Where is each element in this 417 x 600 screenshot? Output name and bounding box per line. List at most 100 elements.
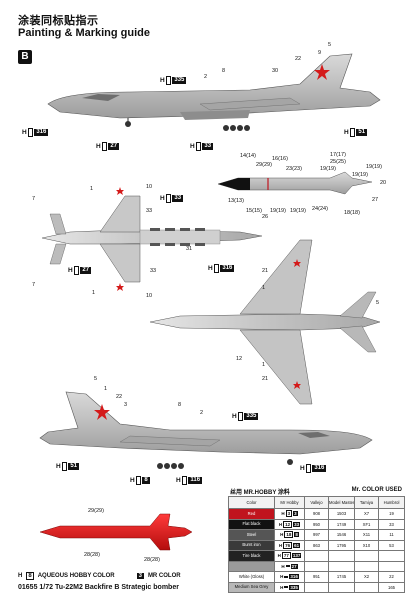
color-swatch: Burnt iron	[228, 539, 275, 551]
humbrol-code: 19	[378, 508, 405, 520]
plan-view-underside	[41, 187, 263, 291]
model-master-code	[328, 550, 355, 562]
page-title-cn: 涂装同标贴指示	[18, 15, 99, 27]
hobby-number: 3	[285, 510, 293, 518]
legend-h: H	[18, 573, 23, 579]
callout: 33	[146, 208, 153, 214]
callout: 8	[222, 68, 226, 74]
callout: 28(28)	[144, 557, 160, 563]
color-swatch: White (Gloss)	[228, 571, 275, 583]
callout: 21	[262, 376, 269, 382]
callout: 8	[178, 402, 182, 408]
callout: 19(19)	[290, 208, 306, 214]
callout: 26	[262, 214, 269, 220]
h-prefix: H	[278, 521, 283, 527]
tamiya-code: X2	[354, 571, 379, 583]
h-prefix: H	[278, 542, 283, 548]
humbrol-code: 11	[378, 529, 405, 541]
color-code: H 335	[232, 412, 259, 421]
callout: 15(15)	[246, 208, 262, 214]
callout: 29(29)	[256, 162, 272, 168]
color-code: H 8	[130, 476, 150, 485]
color-table-grid: Color Mr Hobby Vallejo Model Master Tami…	[228, 496, 405, 593]
plan-view-top	[149, 239, 381, 405]
table-header-row: Color Mr Hobby Vallejo Model Master Tami…	[228, 496, 405, 509]
callout: 1	[262, 362, 266, 368]
profile-side-view-bottom	[39, 391, 373, 469]
tamiya-code: X11	[354, 529, 379, 541]
color-swatch: Medium Sea Grey	[228, 581, 275, 593]
model-master-code: 1745	[328, 571, 355, 583]
vallejo-code: 863	[304, 539, 329, 551]
mr-color-number: 33	[293, 521, 301, 527]
column-header: Mr Hobby	[274, 496, 305, 509]
callout: 22	[116, 394, 123, 400]
vallejo-code	[304, 550, 329, 562]
column-header: Tamiya	[354, 496, 379, 509]
mr-color-number: 335	[289, 584, 299, 590]
missile-top	[217, 171, 373, 195]
callout: 28(28)	[84, 552, 100, 558]
humbrol-code: 22	[378, 571, 405, 583]
color-table: 丝用 MR.HOBBY 涂料 Mr. COLOR USED Color Mr H…	[228, 487, 405, 593]
callout: 1	[90, 186, 94, 192]
column-header: Humbrol	[378, 496, 405, 509]
vallejo-code	[304, 581, 329, 593]
vallejo-code: 950	[304, 518, 329, 530]
humbrol-code: 165	[378, 581, 405, 593]
callout: 2	[204, 74, 208, 80]
model-master-code: 1795	[328, 539, 355, 551]
model-master-code: 1749	[328, 518, 355, 530]
callout: 20	[380, 180, 387, 186]
legend: H 8 AQUEOUS HOBBY COLOR 3 MR COLOR	[18, 572, 181, 580]
legend-h-box: 8	[26, 572, 34, 580]
tamiya-code	[354, 560, 379, 572]
missile-red	[39, 513, 193, 551]
column-header: Color	[228, 496, 275, 509]
mr-color-number: 61	[293, 542, 301, 548]
color-code: H 316	[300, 464, 327, 473]
callout: 7	[32, 196, 36, 202]
callout: 10	[146, 184, 153, 190]
vallejo-code: 997	[304, 529, 329, 541]
model-master-code	[328, 581, 355, 593]
hobby-number	[285, 565, 290, 568]
tamiya-code: X7	[354, 508, 379, 520]
h-prefix: H	[277, 553, 281, 559]
callout: 5	[376, 300, 380, 306]
callout: 16(16)	[272, 156, 288, 162]
humbrol-code	[378, 550, 405, 562]
callout: 1	[262, 285, 266, 291]
callout: 5	[94, 376, 98, 382]
h-prefix: H	[281, 563, 285, 569]
tamiya-code: XF1	[354, 518, 379, 530]
color-code: H 27	[96, 142, 120, 151]
mr-color-number: 316	[289, 574, 299, 580]
color-code: H 116	[176, 476, 203, 485]
mr-hobby-code: H 316	[274, 571, 305, 583]
h-prefix: H	[280, 574, 284, 580]
legend-aqueous-label: AQUEOUS HOBBY COLOR	[37, 573, 115, 579]
callout: 10	[146, 293, 153, 299]
callout: 24(24)	[312, 206, 328, 212]
color-swatch: Steel	[228, 529, 275, 541]
hobby-number: 77	[281, 552, 291, 560]
vallejo-code	[304, 560, 329, 572]
callout: 31	[186, 246, 193, 252]
model-master-code: 1546	[328, 529, 355, 541]
color-swatch: Red	[228, 508, 275, 520]
callout: 21	[262, 268, 269, 274]
hobby-number: 18	[284, 531, 294, 539]
color-table-title-left: 丝用 MR.HOBBY 涂料	[230, 490, 290, 496]
callout: 5	[328, 42, 332, 48]
